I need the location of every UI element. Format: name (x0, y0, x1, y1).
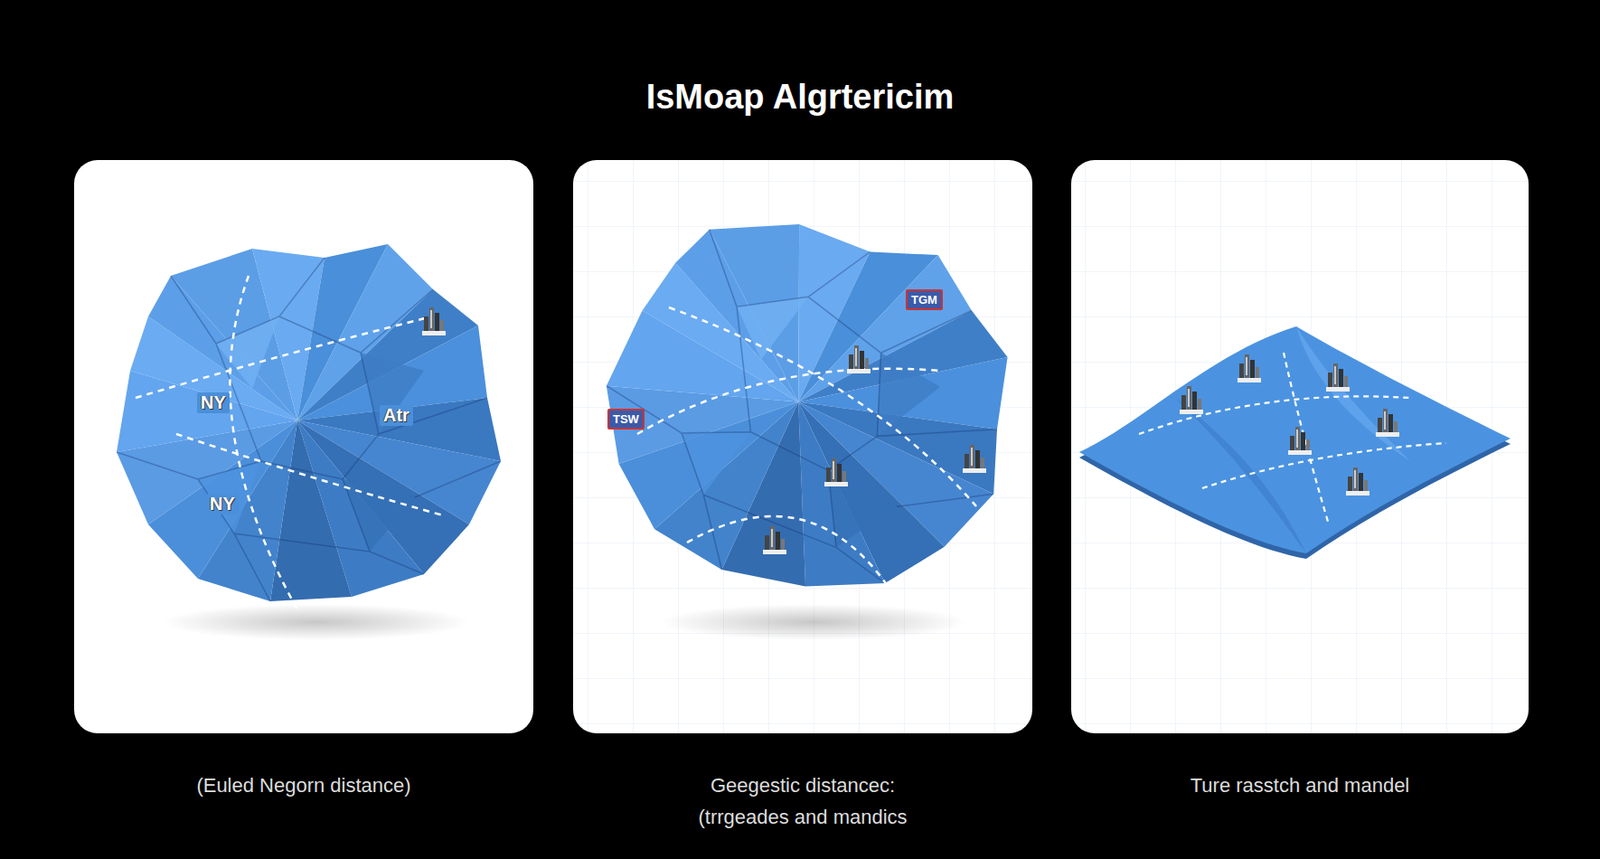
panel-ground (74, 160, 534, 734)
flat-sheet-figure (1079, 326, 1511, 559)
panel-grid (1071, 160, 1529, 734)
panel-caption: Geegestic distancec: (trrgeades and mand… (573, 769, 1033, 833)
caption-text: Geegestic distancec: (trrgeades and mand… (676, 769, 930, 833)
geodesic-dashes (637, 307, 977, 597)
illustration-part (1179, 385, 1204, 415)
illustration-part (1288, 426, 1312, 455)
illustration-part (1237, 354, 1262, 383)
illustration-part (1138, 395, 1411, 434)
illustration-part (1345, 467, 1370, 496)
city-sign: NY (206, 493, 239, 515)
illustration-part (824, 458, 848, 487)
caption-text: Ture rasstch and mandel (1190, 769, 1411, 801)
illustration-part (637, 368, 941, 434)
illustration-part (962, 444, 987, 473)
city-flag: TSW (607, 408, 645, 430)
illustration-part (687, 516, 895, 597)
diagram-title: IsMoap Algrtericim (0, 77, 1600, 117)
panel-caption: (Euled Negorn distance) (74, 769, 534, 801)
illustration-part (176, 433, 443, 516)
caption-text: (Euled Negorn distance) (196, 769, 411, 801)
illustration-panel: Ture rasstch and mandel (1071, 160, 1529, 734)
illustration-part (162, 603, 471, 640)
illustration-part (229, 275, 299, 612)
illustration-part (762, 526, 787, 555)
city-flag: TGM (905, 289, 943, 311)
illustration-part (659, 603, 968, 640)
illustration-panel: Geegestic distancec: (trrgeades and mand… (573, 160, 1033, 734)
illustration-part (668, 307, 977, 507)
illustration-part (135, 318, 425, 398)
panel-ground (1071, 160, 1529, 734)
illustration-part (1375, 408, 1400, 437)
ball-figure-1 (116, 244, 501, 640)
city-sign: Atr (379, 404, 414, 426)
panel-caption: Ture rasstch and mandel (1071, 769, 1529, 801)
illustration-part (422, 307, 446, 336)
illustration-part (1326, 363, 1350, 392)
city-sign: NY (197, 392, 230, 414)
ball-figure-2 (565, 184, 1053, 640)
illustration-part (1202, 442, 1447, 489)
illustration-part (1296, 326, 1411, 462)
illustration-part (116, 244, 501, 602)
illustration-part (1283, 352, 1329, 525)
illustration-part (1079, 326, 1511, 554)
illustration-part (565, 184, 1053, 630)
geodesic-dashes (135, 275, 443, 612)
unrolled-dashes (1138, 352, 1447, 525)
illustration-part (847, 345, 871, 374)
illustration-panel: (Euled Negorn distance) (74, 160, 534, 734)
